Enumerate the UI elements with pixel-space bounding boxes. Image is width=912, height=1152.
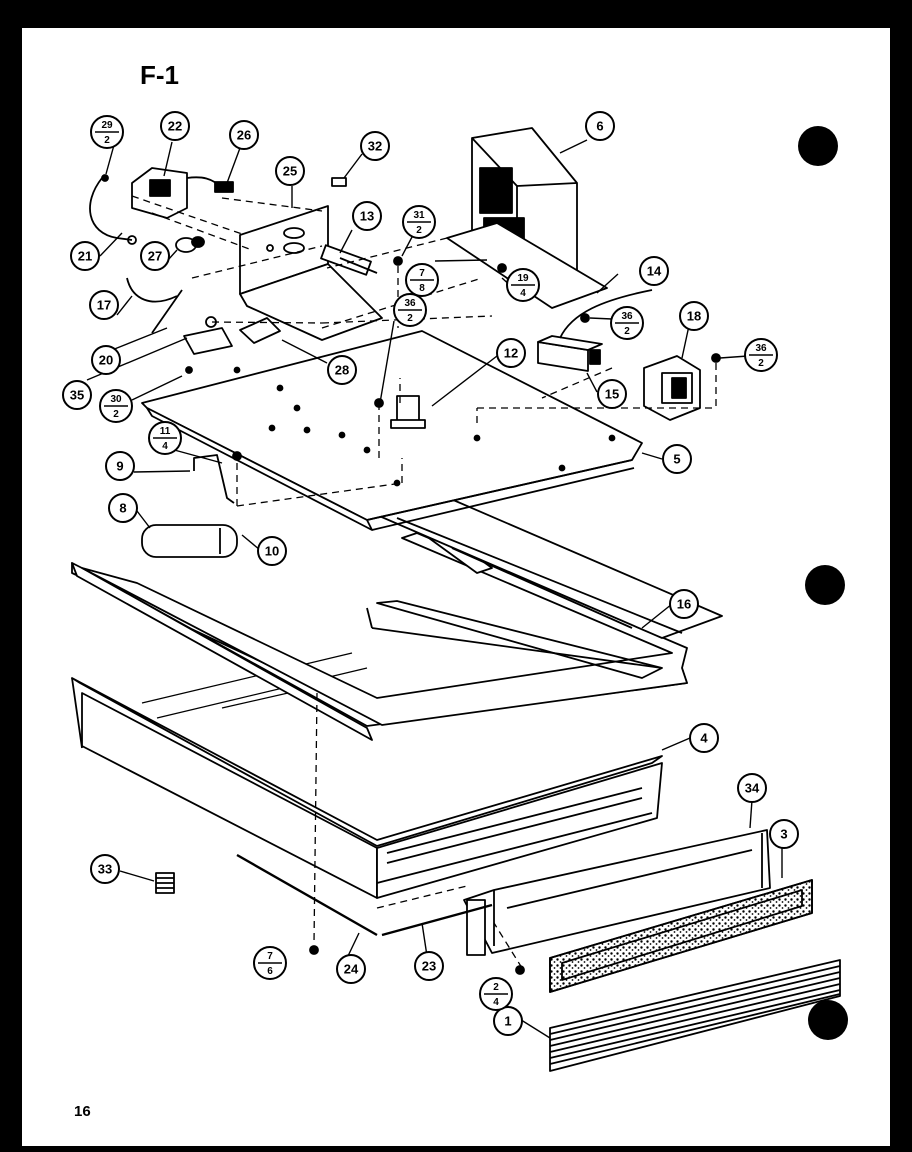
bracket-part-9 bbox=[193, 454, 235, 504]
part-32 bbox=[331, 177, 347, 187]
fraction-36-2-c-bottom: 2 bbox=[758, 358, 764, 369]
fraction-labels: 29 2 31 2 7 8 19 4 36 2 36 2 36 2 30 2 1… bbox=[101, 120, 767, 1008]
partition-frame bbox=[376, 492, 723, 639]
fraction-7-8-top: 7 bbox=[419, 268, 425, 279]
callout-6: 6 bbox=[596, 119, 603, 134]
fraction-19-4-bottom: 4 bbox=[520, 288, 526, 299]
fraction-36-2-c-top: 36 bbox=[755, 343, 767, 354]
callout-3: 3 bbox=[780, 827, 787, 842]
callout-15: 15 bbox=[605, 387, 619, 402]
fraction-29-2-top: 29 bbox=[101, 120, 113, 131]
callout-5: 5 bbox=[673, 452, 680, 467]
fraction-36-2-a-bottom: 2 bbox=[407, 313, 413, 324]
fraction-7-8-bottom: 8 bbox=[419, 283, 425, 294]
wire-part-14 bbox=[559, 289, 653, 339]
part-28-clip bbox=[239, 317, 281, 344]
callout-32: 32 bbox=[368, 139, 382, 154]
callout-22: 22 bbox=[168, 119, 182, 134]
fraction-29-2-bottom: 2 bbox=[104, 135, 110, 146]
grille-part-1 bbox=[549, 959, 841, 1072]
callout-34: 34 bbox=[745, 781, 760, 796]
callout-1: 1 bbox=[504, 1014, 511, 1029]
transformer-part-18 bbox=[643, 355, 701, 421]
fraction-31-2-top: 31 bbox=[413, 210, 425, 221]
filter-part-3 bbox=[549, 879, 813, 993]
fraction-36-2-a-top: 36 bbox=[404, 298, 416, 309]
callout-18: 18 bbox=[687, 309, 701, 324]
fraction-11-4-top: 11 bbox=[160, 426, 171, 437]
callout-13: 13 bbox=[360, 209, 374, 224]
alignment-lines bbox=[131, 195, 717, 969]
page-number: 16 bbox=[74, 1103, 91, 1120]
callout-35: 35 bbox=[70, 388, 84, 403]
sensor-part-21 bbox=[89, 177, 133, 241]
transformer-part-6 bbox=[446, 127, 608, 309]
callout-26: 26 bbox=[237, 128, 251, 143]
callout-circles bbox=[62, 111, 799, 1036]
callout-10: 10 bbox=[265, 544, 279, 559]
callout-23: 23 bbox=[422, 959, 436, 974]
sensor-tip bbox=[127, 235, 137, 245]
relay-part-15 bbox=[537, 335, 603, 372]
callout-28: 28 bbox=[335, 363, 349, 378]
callout-8: 8 bbox=[119, 501, 126, 516]
fraction-2-4-bottom: 4 bbox=[493, 997, 499, 1008]
fraction-36-2-b-top: 36 bbox=[621, 311, 633, 322]
fraction-11-4-bottom: 4 bbox=[162, 441, 168, 452]
callout-25: 25 bbox=[283, 164, 297, 179]
callout-17: 17 bbox=[97, 298, 111, 313]
knob-part-27 bbox=[175, 236, 205, 253]
wire-part-17 bbox=[126, 277, 178, 303]
callout-27: 27 bbox=[148, 249, 162, 264]
exploded-view-drawing: F-1 16 bbox=[62, 60, 841, 1120]
rail-part-24 bbox=[236, 853, 378, 937]
fraction-2-4-top: 2 bbox=[493, 982, 499, 993]
fraction-7-6-top: 7 bbox=[267, 951, 273, 962]
callout-21: 21 bbox=[78, 249, 92, 264]
top-frame-part-16 bbox=[71, 527, 688, 741]
callout-16: 16 bbox=[677, 597, 691, 612]
callout-12: 12 bbox=[504, 346, 518, 361]
fraction-30-2-bottom: 2 bbox=[113, 409, 119, 420]
callout-9: 9 bbox=[116, 459, 123, 474]
timer-part-13 bbox=[320, 244, 378, 276]
callout-20: 20 bbox=[99, 353, 113, 368]
fastener-part-33 bbox=[155, 872, 175, 894]
callout-24: 24 bbox=[344, 962, 359, 977]
screws bbox=[101, 174, 721, 975]
figure-title: F-1 bbox=[140, 60, 179, 90]
thermostat-part-12 bbox=[390, 395, 426, 429]
capacitor-part-8 bbox=[141, 524, 238, 558]
relay-part-22 bbox=[131, 167, 234, 219]
switch-part-35 bbox=[183, 327, 233, 355]
callout-4: 4 bbox=[700, 731, 708, 746]
callout-14: 14 bbox=[647, 264, 662, 279]
fraction-31-2-bottom: 2 bbox=[416, 225, 422, 236]
wire-part-20 bbox=[151, 289, 183, 334]
filter-frame-part-34 bbox=[463, 829, 771, 956]
diagram-sheet: F-1 16 bbox=[22, 28, 890, 1146]
fraction-30-2-top: 30 bbox=[110, 394, 122, 405]
fraction-bars bbox=[95, 131, 773, 995]
callout-33: 33 bbox=[98, 862, 112, 877]
rail-part-23 bbox=[381, 903, 493, 937]
fraction-36-2-b-bottom: 2 bbox=[624, 326, 630, 337]
fraction-7-6-bottom: 6 bbox=[267, 966, 273, 977]
fraction-19-4-top: 19 bbox=[517, 273, 529, 284]
callout-labels: 1 3 4 5 6 8 9 10 12 13 14 15 16 17 18 20… bbox=[70, 119, 788, 1029]
